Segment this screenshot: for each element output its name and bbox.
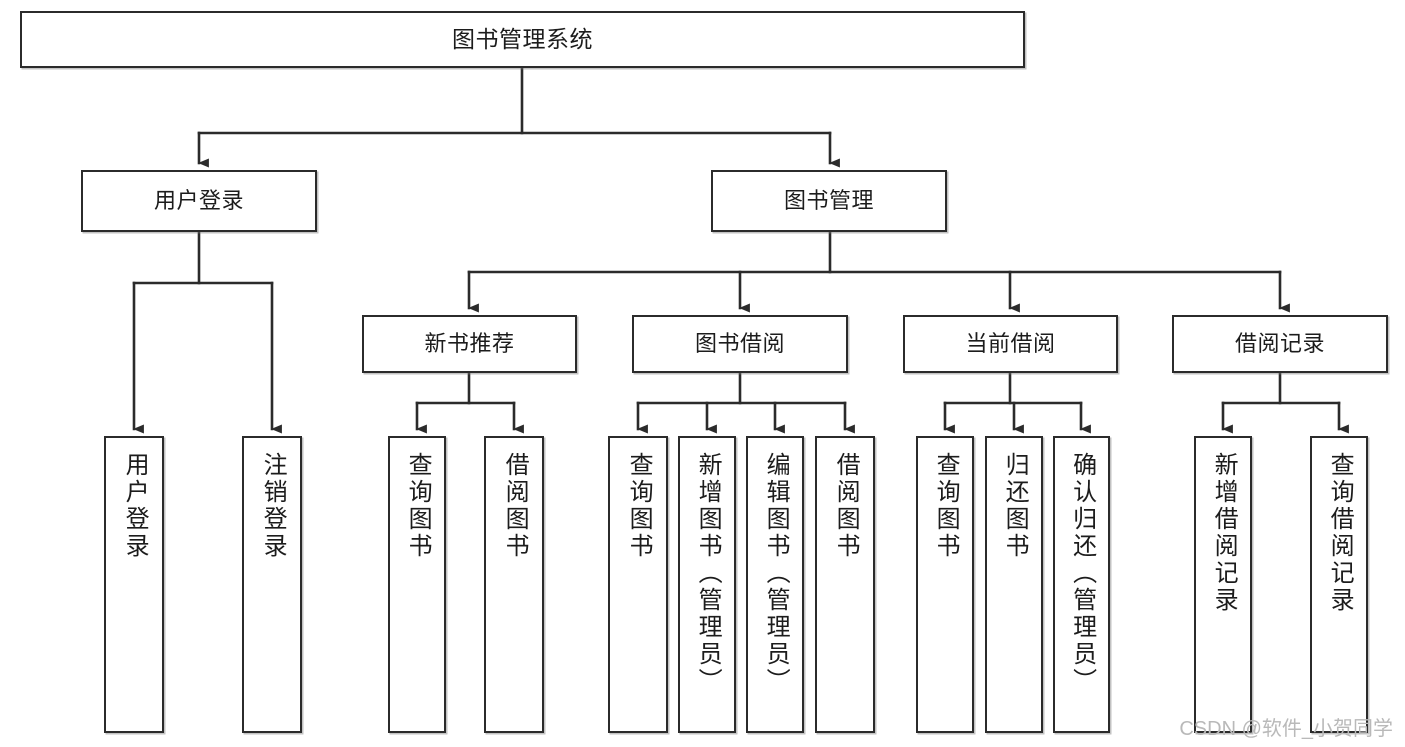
node-label: 图书管理 bbox=[783, 187, 874, 213]
node-label: 新书推荐 bbox=[424, 330, 515, 356]
node-label: 注销登录 bbox=[259, 452, 287, 560]
node-label: 借阅记录 bbox=[1234, 330, 1325, 356]
node-label: 当前借阅 bbox=[965, 330, 1056, 356]
node-label: 确认归还（管理员） bbox=[1068, 452, 1096, 695]
node-leaf-borrow-book-recommend[interactable]: 借阅图书 bbox=[484, 436, 544, 733]
node-label: 归还图书 bbox=[1001, 452, 1029, 560]
node-level3-new-book-recommend[interactable]: 新书推荐 bbox=[362, 315, 577, 373]
node-leaf-logout[interactable]: 注销登录 bbox=[242, 436, 302, 733]
node-label: 编辑图书（管理员） bbox=[762, 452, 790, 695]
node-level2-user-login[interactable]: 用户登录 bbox=[81, 170, 317, 232]
node-level2-book-management[interactable]: 图书管理 bbox=[711, 170, 947, 232]
node-label: 图书借阅 bbox=[694, 330, 785, 356]
node-level3-borrow-records[interactable]: 借阅记录 bbox=[1172, 315, 1388, 373]
node-label: 借阅图书 bbox=[501, 452, 529, 560]
node-label: 借阅图书 bbox=[832, 452, 860, 560]
node-leaf-confirm-return-admin[interactable]: 确认归还（管理员） bbox=[1053, 436, 1110, 733]
node-label: 新增图书（管理员） bbox=[694, 452, 722, 695]
node-label: 用户登录 bbox=[121, 452, 149, 560]
node-leaf-return-book[interactable]: 归还图书 bbox=[985, 436, 1043, 733]
node-leaf-query-borrow-record[interactable]: 查询借阅记录 bbox=[1310, 436, 1368, 733]
node-leaf-add-book-admin[interactable]: 新增图书（管理员） bbox=[678, 436, 736, 733]
node-label: 新增借阅记录 bbox=[1210, 452, 1238, 614]
node-level3-book-borrow[interactable]: 图书借阅 bbox=[632, 315, 848, 373]
node-leaf-query-book-borrow[interactable]: 查询图书 bbox=[608, 436, 668, 733]
node-label: 查询图书 bbox=[625, 452, 653, 560]
node-leaf-query-book-current[interactable]: 查询图书 bbox=[916, 436, 974, 733]
node-label: 查询图书 bbox=[932, 452, 960, 560]
node-leaf-borrow-book[interactable]: 借阅图书 bbox=[815, 436, 875, 733]
node-label: 图书管理系统 bbox=[452, 25, 593, 52]
watermark-text: CSDN @软件_小贺同学 bbox=[1179, 718, 1393, 740]
node-leaf-user-login[interactable]: 用户登录 bbox=[104, 436, 164, 733]
node-label: 查询图书 bbox=[404, 452, 432, 560]
node-leaf-edit-book-admin[interactable]: 编辑图书（管理员） bbox=[746, 436, 804, 733]
node-label: 用户登录 bbox=[153, 187, 244, 213]
node-leaf-add-borrow-record[interactable]: 新增借阅记录 bbox=[1194, 436, 1252, 733]
node-root[interactable]: 图书管理系统 bbox=[20, 11, 1025, 68]
node-level3-current-borrow[interactable]: 当前借阅 bbox=[903, 315, 1118, 373]
node-leaf-query-book-recommend[interactable]: 查询图书 bbox=[388, 436, 446, 733]
node-label: 查询借阅记录 bbox=[1326, 452, 1354, 614]
